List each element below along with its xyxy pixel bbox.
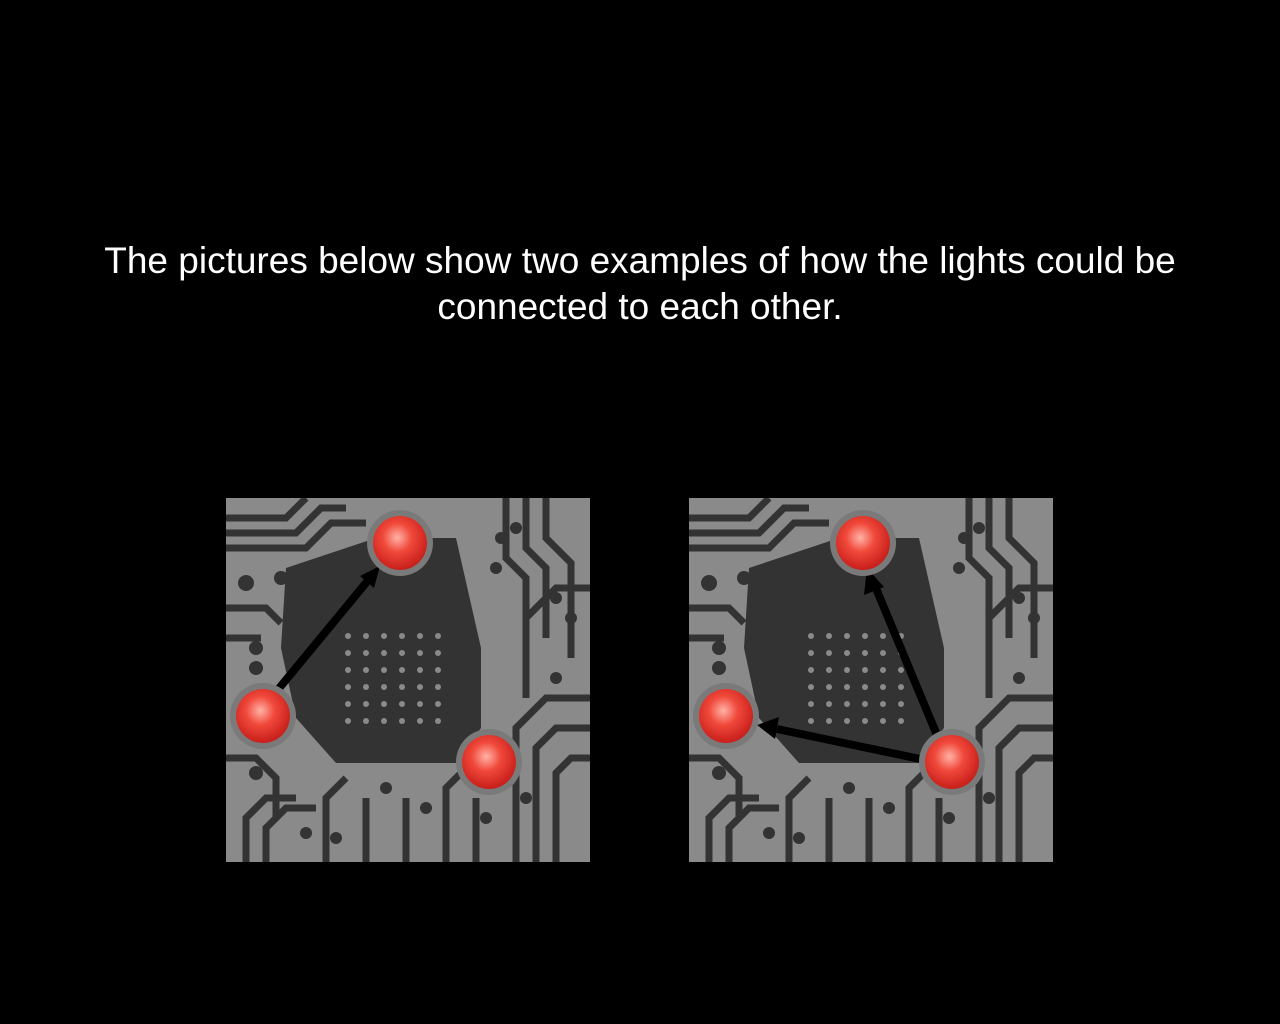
pads bbox=[701, 522, 1040, 844]
pads bbox=[238, 522, 577, 844]
instruction-text: The pictures below show two examples of … bbox=[104, 240, 1176, 327]
connection-arrow-to-left bbox=[776, 725, 926, 764]
light-left-middle bbox=[230, 683, 296, 749]
example-1-image bbox=[226, 498, 590, 862]
example-2-image bbox=[689, 498, 1053, 862]
light-bottom-right bbox=[919, 729, 985, 795]
chip-area bbox=[281, 538, 481, 763]
light-left-middle bbox=[693, 683, 759, 749]
light-bottom-right bbox=[456, 729, 522, 795]
ball-grid bbox=[345, 633, 441, 724]
traces bbox=[226, 498, 590, 862]
light-top-center bbox=[367, 510, 433, 576]
circuit-board-2 bbox=[689, 498, 1053, 862]
arrow-head-icon bbox=[757, 717, 779, 739]
arrow-head-icon bbox=[360, 566, 380, 588]
connection-arrow-to-top bbox=[871, 584, 943, 742]
connection-arrow bbox=[272, 575, 374, 695]
circuit-board-1 bbox=[226, 498, 590, 862]
traces bbox=[689, 498, 1053, 862]
chip-area bbox=[744, 538, 944, 763]
light-top-center bbox=[830, 510, 896, 576]
